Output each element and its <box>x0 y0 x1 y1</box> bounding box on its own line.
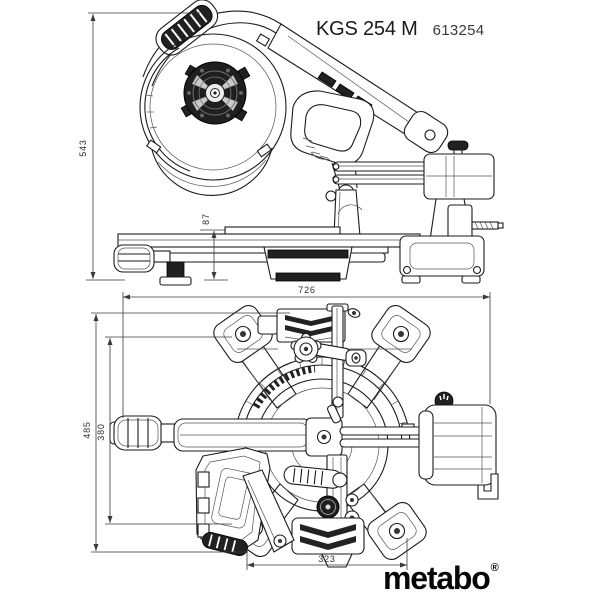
metabo-logo: metabo® <box>383 560 499 597</box>
clamp-bar <box>326 303 361 419</box>
extension-arm-upper-right <box>347 305 431 409</box>
dim-label-543: 543 <box>78 139 88 156</box>
depth-stop-screw <box>471 221 504 230</box>
dimension-fence-height: 87 <box>200 213 228 281</box>
article-number: 613254 <box>432 22 485 39</box>
rear-base-box <box>399 235 485 284</box>
slide-arm-assembly <box>109 391 499 500</box>
motor-head-cover <box>142 10 449 154</box>
support-strut <box>242 469 295 553</box>
dimension-base-width: 323 <box>246 538 408 570</box>
brand-wordmark: metabo <box>383 560 491 596</box>
fence <box>237 308 412 350</box>
extension-arm-lower-right <box>343 483 427 560</box>
side-view-drawing <box>113 0 504 286</box>
dimension-overall-height: 543 <box>78 12 200 281</box>
gearbox-housing <box>195 447 348 557</box>
miter-lock-knob <box>290 332 367 367</box>
saw-base <box>113 226 485 286</box>
clamp-knob <box>113 244 155 273</box>
title-block: KGS 254 M 613254 <box>316 18 484 41</box>
product-model: KGS 254 M <box>316 18 418 40</box>
dim-label-380: 380 <box>96 423 106 440</box>
dimension-table-depth: 380 <box>96 336 232 525</box>
dim-label-87: 87 <box>201 213 211 225</box>
blade-flange <box>180 61 251 125</box>
front-grip <box>113 415 163 451</box>
motor-block <box>418 391 499 500</box>
top-view-drawing <box>109 303 499 568</box>
carry-handle <box>155 0 219 56</box>
mid-joint <box>305 396 344 457</box>
dim-label-485: 485 <box>82 421 92 438</box>
dim-label-323: 323 <box>318 554 335 564</box>
dimension-overall-depth: 485 <box>82 312 290 553</box>
registered-trademark-symbol: ® <box>490 562 499 574</box>
pivot-post <box>333 189 363 237</box>
blade-guard <box>139 33 287 196</box>
dim-label-726: 726 <box>298 285 315 295</box>
handle-top-view <box>283 465 348 489</box>
